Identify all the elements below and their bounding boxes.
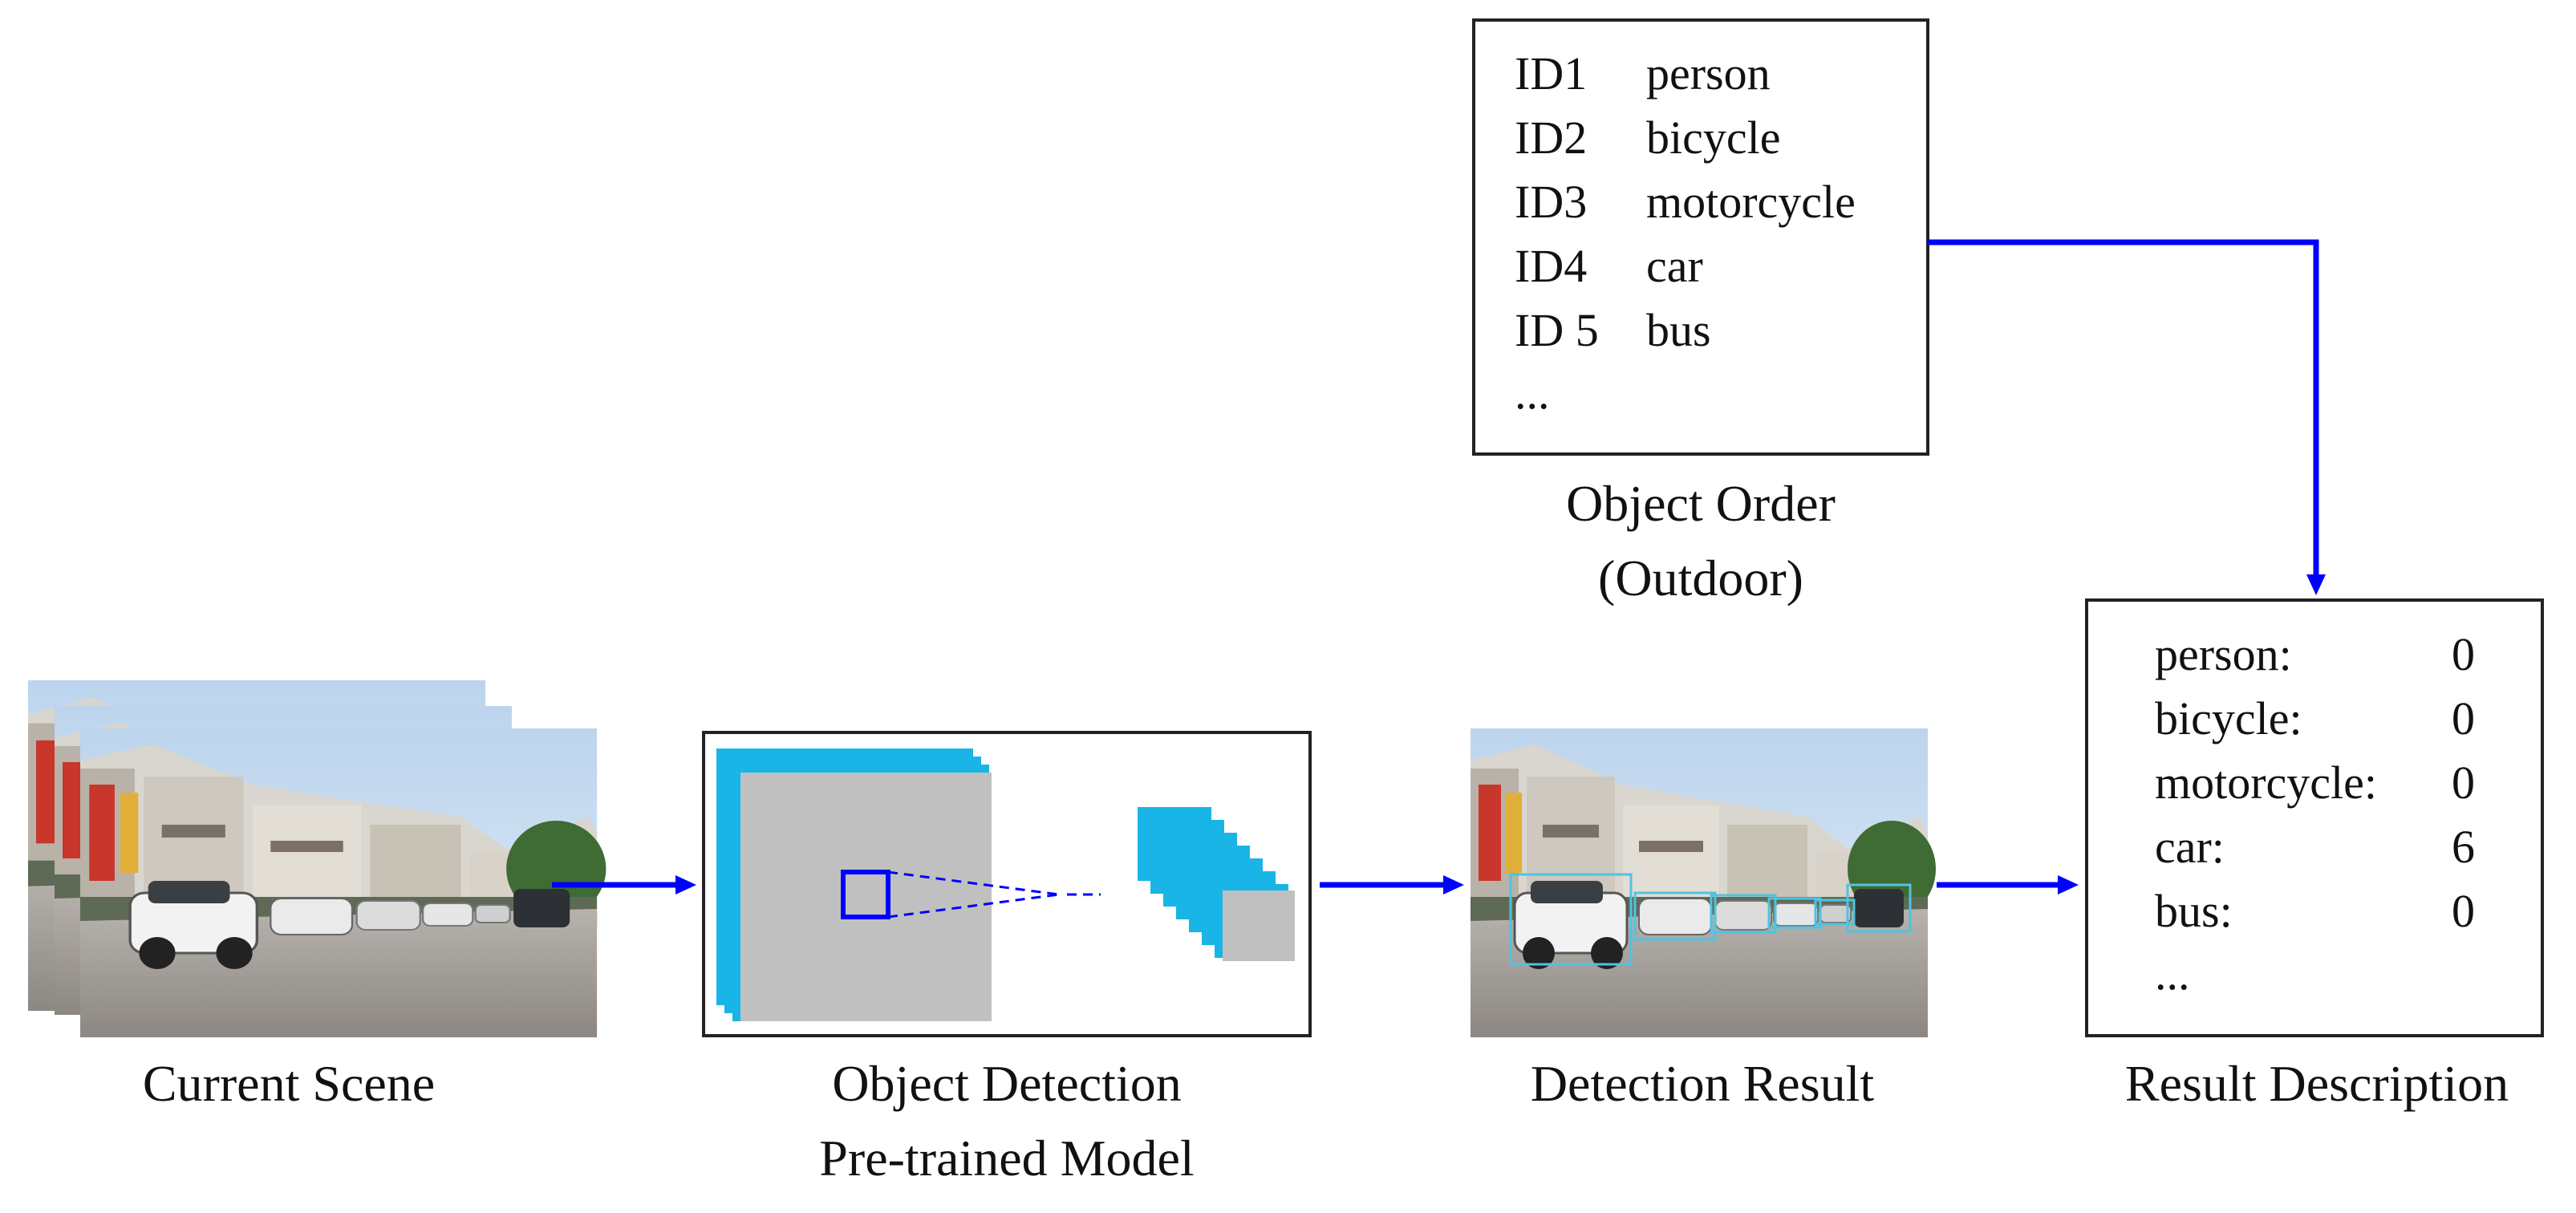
order-id: ID2 bbox=[1515, 112, 1588, 164]
order-id: ID4 bbox=[1515, 240, 1588, 292]
result-row: person: 0 bbox=[2155, 627, 2475, 681]
order-row: ID 5 bus bbox=[1515, 303, 1711, 357]
scene-photo-front bbox=[79, 727, 608, 1039]
result-count: 0 bbox=[2452, 692, 2475, 744]
arrow-detection-to-result bbox=[1937, 875, 2079, 895]
result-count: 0 bbox=[2452, 628, 2475, 680]
order-id: ID1 bbox=[1515, 47, 1588, 99]
order-row: ID4 car bbox=[1515, 239, 1703, 293]
arrow-model-to-detection bbox=[1320, 875, 1464, 895]
result-class-name: bicycle: bbox=[2155, 692, 2302, 744]
order-name: bicycle bbox=[1646, 112, 1781, 164]
result-row: bus: 0 bbox=[2155, 884, 2475, 938]
result-description-caption: Result Description bbox=[2124, 1055, 2509, 1112]
result-description-box bbox=[2085, 598, 2544, 1037]
arrow-scene-to-model bbox=[552, 875, 696, 895]
result-row: bicycle: 0 bbox=[2155, 692, 2475, 745]
model-caption-line2: Pre-trained Model bbox=[819, 1129, 1195, 1187]
object-order-caption-line2: (Outdoor) bbox=[1598, 549, 1803, 606]
order-name: motorcycle bbox=[1646, 176, 1856, 228]
result-count: 6 bbox=[2452, 821, 2475, 873]
current-scene-caption: Current Scene bbox=[142, 1055, 436, 1112]
order-name: person bbox=[1646, 47, 1771, 99]
model-caption: Object Detection Pre-trained Model bbox=[766, 1047, 1247, 1196]
detection-result-image bbox=[1469, 727, 1937, 1039]
model-caption-line1: Object Detection bbox=[832, 1055, 1182, 1112]
projection-lines bbox=[887, 870, 1101, 919]
order-row: ID2 bicycle bbox=[1515, 111, 1780, 164]
result-class-name: person: bbox=[2155, 628, 2292, 680]
object-order-caption-line1: Object Order bbox=[1566, 475, 1836, 532]
order-row: ID1 person bbox=[1515, 47, 1771, 100]
order-id: ID3 bbox=[1515, 176, 1588, 228]
order-name: bus bbox=[1646, 304, 1711, 356]
order-name: car bbox=[1646, 240, 1703, 292]
result-class-name: motorcycle: bbox=[2155, 757, 2378, 809]
receptive-field-square bbox=[841, 870, 890, 919]
arrows bbox=[552, 239, 2326, 895]
detection-caption: Detection Result bbox=[1530, 1055, 1875, 1112]
arrow-order-to-result bbox=[1928, 239, 2326, 595]
result-class-name: car: bbox=[2155, 821, 2225, 873]
object-order-box bbox=[1472, 18, 1929, 456]
result-row: motorcycle: 0 bbox=[2155, 756, 2475, 809]
order-row: ID3 motorcycle bbox=[1515, 175, 1856, 229]
input-feature-map bbox=[716, 748, 992, 1021]
order-ellipsis: ... bbox=[1515, 367, 1550, 419]
result-ellipsis: ... bbox=[2155, 947, 2190, 1000]
current-scene-image-stack bbox=[26, 679, 608, 1039]
result-row: car: 6 bbox=[2155, 820, 2475, 874]
order-id: ID 5 bbox=[1515, 304, 1599, 356]
result-count: 0 bbox=[2452, 757, 2475, 809]
result-count: 0 bbox=[2452, 885, 2475, 937]
output-feature-maps bbox=[1138, 807, 1295, 961]
result-class-name: bus: bbox=[2155, 885, 2233, 937]
object-order-caption: Object Order (Outdoor) bbox=[1460, 467, 1941, 616]
